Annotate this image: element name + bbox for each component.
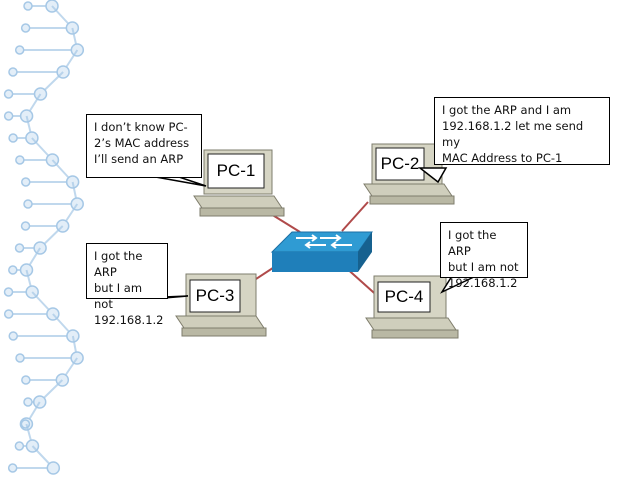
pc3-computer-icon <box>175 273 267 337</box>
pc2-label: PC-2 <box>380 154 420 173</box>
pc1-label: PC-1 <box>216 161 256 180</box>
molecule-atom <box>7 463 18 473</box>
molecule-atom <box>3 89 14 99</box>
callout-pointer-pc2 <box>417 167 448 184</box>
molecule-atom <box>23 397 33 407</box>
pc1-computer-icon <box>193 149 285 217</box>
molecule-atom <box>20 221 31 231</box>
molecule-atom <box>21 375 31 385</box>
molecule-atom <box>8 133 18 143</box>
molecule-atom <box>15 155 25 165</box>
callout-pc2: I got the ARP and I am 192.168.1.2 let m… <box>434 97 610 165</box>
molecule-atom <box>20 419 31 429</box>
pc3-label: PC-3 <box>195 286 235 305</box>
molecule-atom <box>23 1 33 11</box>
molecule-atom <box>3 287 14 297</box>
molecule-atom <box>20 23 31 33</box>
molecule-atom <box>3 309 14 319</box>
network-switch-icon <box>270 231 373 272</box>
molecule-atom <box>14 243 25 253</box>
molecule-atom <box>23 199 33 209</box>
molecule-decoration <box>3 0 85 475</box>
link-pc2-switch <box>341 201 369 232</box>
molecule-atom <box>14 441 25 451</box>
pc4-computer-icon <box>365 275 459 339</box>
molecule-atom <box>3 111 14 121</box>
molecule-atom <box>8 331 18 341</box>
molecule-atom <box>46 461 61 475</box>
pc2-computer-icon <box>363 143 455 205</box>
callout-pc1: I don’t know PC- 2’s MAC address I’ll se… <box>86 114 202 178</box>
molecule-atom <box>15 353 25 363</box>
callout-pc4: I got the ARP but I am not 192.168.1.2 <box>440 222 528 290</box>
molecule-atom <box>8 265 18 275</box>
pc4-label: PC-4 <box>384 287 424 306</box>
molecule-atom <box>8 67 18 77</box>
molecule-atom <box>21 177 31 187</box>
molecule-atom <box>14 45 25 55</box>
callout-pc3: I got the ARP but I am not 192.168.1.2 <box>86 243 168 327</box>
